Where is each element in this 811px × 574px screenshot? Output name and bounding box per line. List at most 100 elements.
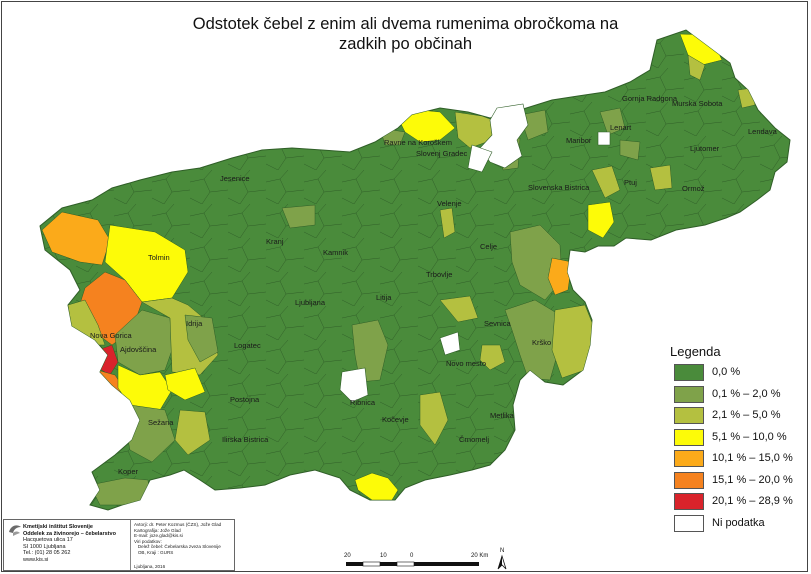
- region-zuzemberk: [419, 391, 449, 446]
- map-title-line-1: Odstotek čebel z enim ali dvema rumenima…: [192, 15, 619, 33]
- sources-title: Viri podatkov:: [134, 538, 162, 544]
- legend-item: 10,1 % – 15,0 %: [670, 449, 810, 471]
- legend-item: Ni podatka: [670, 514, 810, 536]
- place-label: Črnomelj: [459, 435, 489, 444]
- place-label: Koper: [118, 467, 139, 476]
- source-2: OB, Kraji : GURS: [137, 549, 174, 555]
- source-1: Delež čebel: Čebelarska zveza Slovenije: [137, 544, 221, 550]
- region-idrija: [184, 314, 219, 363]
- legend-label: 5,1 % – 10,0 %: [712, 430, 787, 443]
- place-label: Tolmin: [148, 253, 170, 262]
- region-vipava: [117, 364, 173, 411]
- place-label: Kranj: [266, 237, 284, 246]
- region-sv-jurij: [599, 107, 626, 136]
- place-label: Lenart: [610, 123, 632, 132]
- legend-swatch: [674, 385, 704, 403]
- institute-text: Kmetijski inštitut Slovenije Oddelek za …: [23, 524, 116, 564]
- place-label: Krško: [532, 338, 551, 347]
- legend-swatch: [674, 428, 704, 446]
- legend-label: 0,1 % – 2,0 %: [712, 387, 781, 400]
- legend-swatch: [674, 407, 704, 424]
- place-label: Sežana: [148, 418, 174, 427]
- cartography: Kartografija: Jože Glad: [134, 527, 181, 533]
- address-line-1: Hacquetova ulica 17: [23, 537, 73, 544]
- place-label: Jesenice: [220, 174, 250, 183]
- place-label: Ljutomer: [690, 144, 720, 153]
- place-label: Trbovlje: [426, 270, 452, 279]
- region-brezice: [551, 304, 596, 379]
- place-label: Ilirska Bistrica: [222, 435, 269, 444]
- legend: Legenda 0,0 % 0,1 % – 2,0 % 2,1 % – 5,0 …: [670, 344, 810, 535]
- region-jezersko: [281, 204, 316, 229]
- place-label: Kamnik: [323, 248, 348, 257]
- phone: Tel.: (01) 28 05 262: [23, 550, 71, 557]
- region-radece: [439, 295, 479, 323]
- legend-swatch: [674, 514, 704, 532]
- legend-item: 15,1 % – 20,0 %: [670, 471, 810, 493]
- map-title-line-2: zadkih po občinah: [338, 35, 472, 53]
- region-ajdovscina-east: [164, 367, 206, 401]
- region-salovci: [687, 54, 706, 81]
- authors: Avtorji: dr. Peter Kozmus (ČZS), Jože Gl…: [134, 522, 222, 527]
- place-label: Slovenj Gradec: [416, 149, 468, 158]
- region-ruse: [519, 109, 549, 141]
- place-label: Kočevje: [382, 415, 409, 424]
- place-label: Maribor: [566, 136, 592, 145]
- place-label: Ravne na Koroškem: [384, 138, 452, 147]
- place-label: Gornja Radgona: [622, 94, 678, 103]
- scale-label: 20: [344, 553, 351, 559]
- legend-label: 15,1 % – 20,0 %: [712, 473, 793, 486]
- legend-label: 0,0 %: [712, 366, 741, 378]
- place-label: Ribnica: [350, 398, 376, 407]
- legend-swatch: [674, 471, 704, 489]
- institute-block: Kmetijski inštitut Slovenije Oddelek za …: [4, 520, 131, 570]
- legend-label: 2,1 % – 5,0 %: [712, 409, 781, 421]
- place-label: Murska Sobota: [672, 99, 723, 108]
- region-divaca: [174, 409, 211, 456]
- legend-item: 20,1 % – 28,9 %: [670, 492, 810, 514]
- legend-item: 2,1 % – 5,0 %: [670, 406, 810, 428]
- region-majsperk: [587, 201, 615, 239]
- scale-label: 20 Km: [471, 553, 489, 559]
- region-nova-gorica: [114, 309, 173, 376]
- place-label: Ptuj: [624, 178, 637, 187]
- place-label: Nova Gorica: [90, 331, 133, 340]
- region-gorisnica: [649, 164, 673, 191]
- region-ptuj-west: [591, 165, 621, 199]
- place-label: Novo mesto: [446, 359, 486, 368]
- scale-label: 0: [410, 553, 414, 559]
- info-box: Kmetijski inštitut Slovenije Oddelek za …: [3, 519, 235, 571]
- place-label: Litija: [376, 293, 392, 302]
- place-label: Idrija: [186, 319, 203, 328]
- legend-item: 5,1 % – 10,0 %: [670, 428, 810, 450]
- place-label: Ljubljana: [295, 298, 326, 307]
- place-label: Slovenska Bistrica: [528, 183, 590, 192]
- no-data-areas: [339, 103, 611, 403]
- department-name: Oddelek za živinorejo – čebelarstvo: [23, 530, 116, 537]
- place-label: Celje: [480, 242, 497, 251]
- no-data-area-lenart: [597, 131, 611, 146]
- scale-bar: 20 10 0 20 Km: [344, 553, 494, 573]
- scale-label: 10: [380, 553, 387, 559]
- region-lenart-east: [619, 139, 641, 161]
- place-label: Lendava: [748, 127, 778, 136]
- institute-logo-icon: [9, 525, 21, 536]
- place-labels: Gornja Radgona Murska Sobota Lenart Lend…: [90, 94, 778, 476]
- municipality-fills: [41, 33, 756, 506]
- region-kostel: [354, 472, 399, 501]
- legend-label: 10,1 % – 15,0 %: [712, 452, 793, 464]
- region-krsko: [504, 299, 561, 381]
- place-label: Velenje: [437, 199, 462, 208]
- address-line-2: SI 1000 Ljubljana: [23, 543, 66, 550]
- north-arrow-icon: [497, 554, 507, 570]
- website: www.kis.si: [23, 556, 49, 563]
- no-data-area-mokronog: [439, 331, 461, 356]
- region-vransko: [439, 207, 456, 239]
- north-label: N: [500, 548, 505, 554]
- place-label: Ormož: [682, 184, 705, 193]
- map-title: Odstotek čebel z enim ali dvema rumenima…: [0, 14, 811, 54]
- place-label: Logatec: [234, 341, 261, 350]
- place-label: Ajdovščina: [120, 345, 157, 354]
- scale-bar-graphic: [346, 561, 479, 567]
